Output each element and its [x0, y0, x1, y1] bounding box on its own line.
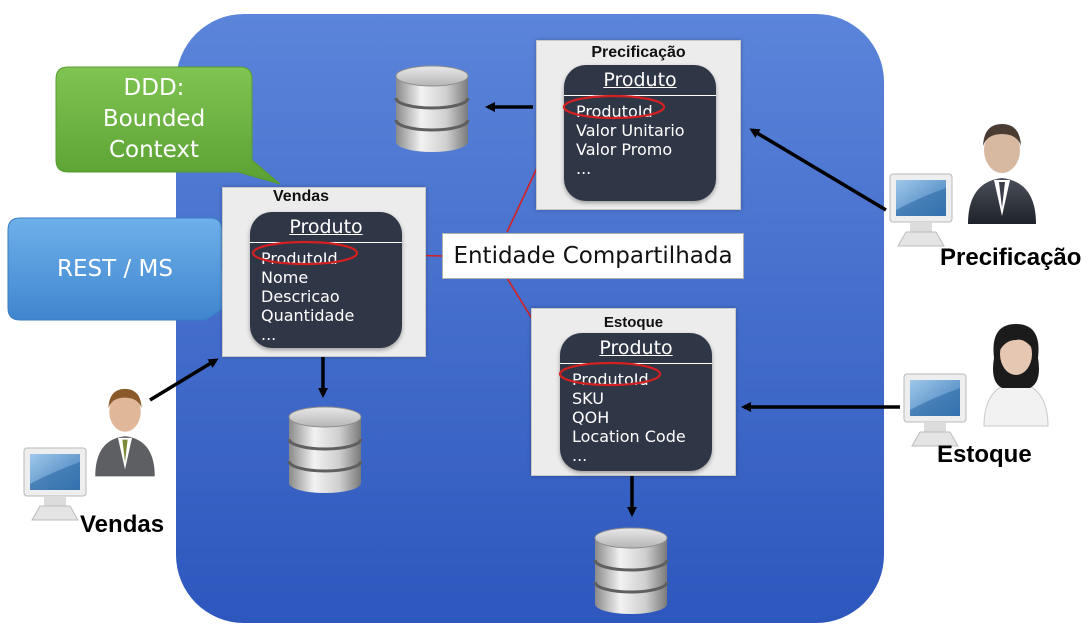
rest-callout-bubble: [7, 217, 237, 321]
context-estoque: Estoque Produto ProdutoId SKU QOH Locati…: [531, 308, 736, 476]
field-item: ...: [576, 159, 592, 178]
field-item: QOH: [572, 408, 610, 427]
rest-callout-text: REST / MS: [57, 256, 173, 282]
field-item: Location Code: [572, 427, 686, 446]
field-item: Quantidade: [261, 306, 355, 325]
field-item: SKU: [572, 389, 604, 408]
entity-card-estoque: Produto ProdutoId SKU QOH Location Code …: [560, 333, 712, 471]
field-item: Valor Unitario: [576, 121, 685, 140]
ddd-callout-line-1: DDD:: [123, 75, 185, 101]
actor-label-estoque: Estoque: [937, 441, 1032, 468]
entity-title-precificacao: Produto: [603, 69, 677, 91]
context-vendas-title: Vendas: [273, 188, 330, 205]
actor-label-precificacao: Precificação: [940, 244, 1082, 271]
field-item: Descricao: [261, 287, 340, 306]
produtoid-highlight-estoque: [558, 361, 662, 387]
entity-card-precificacao: Produto ProdutoId Valor Unitario Valor P…: [564, 65, 716, 201]
field-item: Nome: [261, 268, 309, 287]
ddd-callout-bubble: [55, 66, 281, 185]
arrow-actor-vendas: [149, 358, 219, 402]
field-item: Valor Promo: [576, 140, 673, 159]
actor-label-vendas: Vendas: [80, 511, 165, 538]
context-precificacao-title: Precificação: [591, 44, 686, 61]
ddd-callout-line-2: Bounded: [102, 106, 206, 132]
produtoid-highlight-vendas: [251, 240, 359, 266]
context-estoque-title: Estoque: [603, 314, 664, 331]
produtoid-highlight-precificacao: [562, 94, 666, 120]
ddd-callout-line-3: Context: [108, 137, 200, 163]
entity-title-vendas: Produto: [289, 216, 363, 238]
shared-entity-label: Entidade Compartilhada: [442, 233, 744, 279]
context-precificacao: Precificação Produto ProdutoId Valor Uni…: [536, 40, 741, 210]
field-item: ...: [261, 325, 277, 344]
ddd-callout-text: DDD: Bounded Context: [56, 73, 252, 166]
field-item: ...: [572, 446, 588, 465]
entity-title-estoque: Produto: [599, 337, 673, 359]
arrow-actor-precificacao: [749, 128, 887, 212]
entity-divider: [564, 95, 716, 96]
